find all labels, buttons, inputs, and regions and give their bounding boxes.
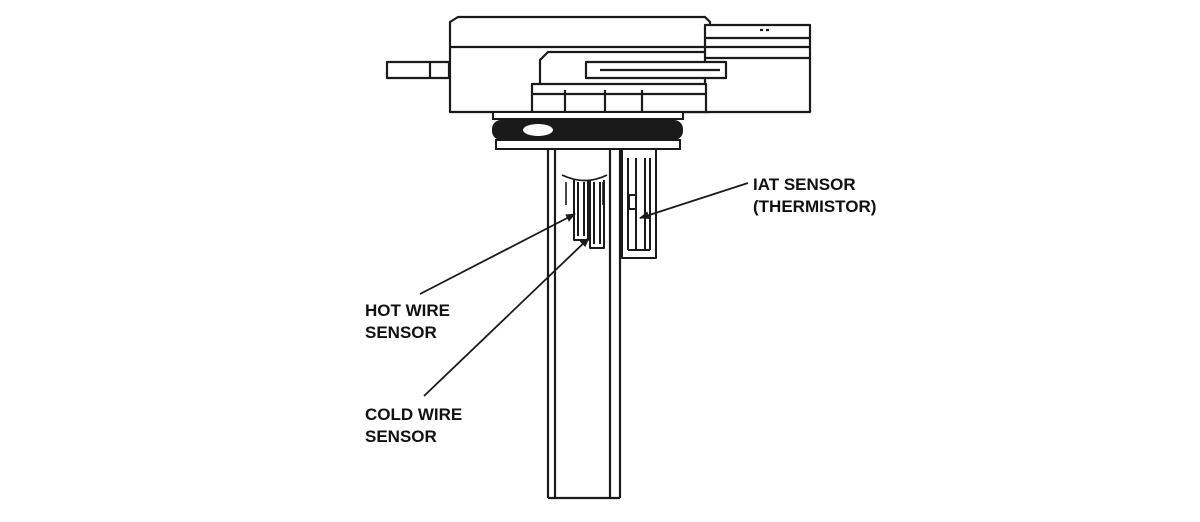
cold-wire-label-line1: COLD WIRE (365, 405, 463, 424)
hot-wire-element (573, 180, 589, 241)
cold-wire-label-line2: SENSOR (365, 427, 437, 446)
iat-sensor-label-line2: (THERMISTOR) (753, 197, 877, 216)
hot-wire-arrow (419, 213, 576, 295)
sensor-probe (546, 149, 622, 500)
connector-housing (385, 15, 812, 114)
hot-wire-label-line2: SENSOR (365, 323, 437, 342)
iat-sensor-label: IAT SENSOR (THERMISTOR) (753, 174, 876, 218)
callout-arrows (419, 182, 749, 397)
hot-wire-sensor-label: HOT WIRE SENSOR (365, 300, 450, 344)
cold-wire-sensor-label: COLD WIRE SENSOR (365, 404, 462, 448)
o-ring-seal (492, 111, 684, 150)
hot-wire-label-line1: HOT WIRE (365, 301, 450, 320)
iat-sensor-label-line1: IAT SENSOR (753, 175, 856, 194)
cold-wire-element (589, 180, 605, 249)
iat-thermistor-housing (621, 148, 657, 259)
iat-sensor-arrow (639, 182, 749, 220)
cold-wire-arrow (423, 237, 590, 397)
